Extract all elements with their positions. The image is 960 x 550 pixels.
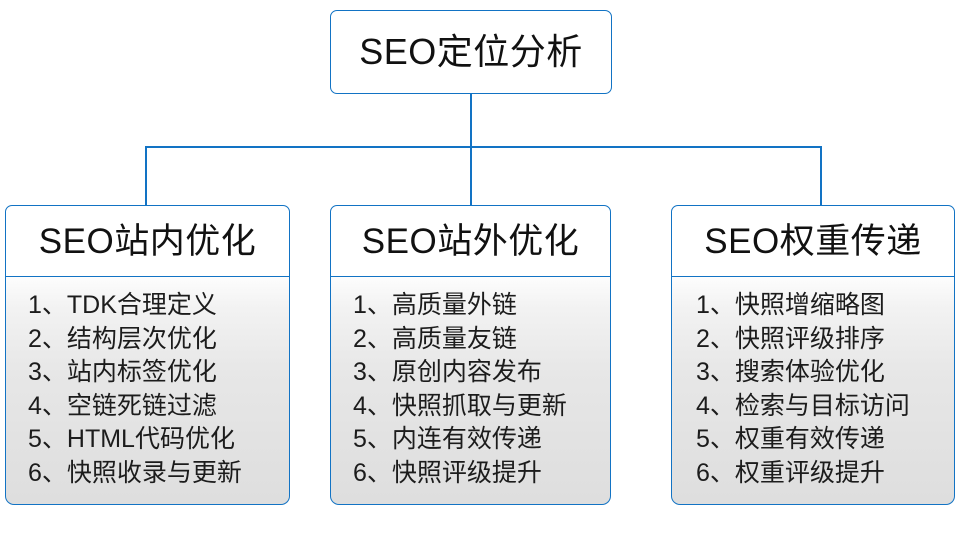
list-item[interactable]: 6、 权重评级提升	[672, 457, 954, 491]
branch-3-body: 1、 快照增缩略图 2、 快照评级排序 3、 搜索体验优化 4、 检索与目标访问…	[671, 277, 955, 505]
branch-3-item-list: 1、 快照增缩略图 2、 快照评级排序 3、 搜索体验优化 4、 检索与目标访问…	[672, 289, 954, 490]
list-item[interactable]: 2、 高质量友链	[331, 323, 610, 357]
item-index: 5、	[696, 425, 735, 453]
item-index: 3、	[353, 358, 392, 386]
branch-2-item-list: 1、 高质量外链 2、 高质量友链 3、 原创内容发布 4、 快照抓取与更新 5…	[331, 289, 610, 490]
list-item[interactable]: 6、 快照评级提升	[331, 457, 610, 491]
branch-2-body: 1、 高质量外链 2、 高质量友链 3、 原创内容发布 4、 快照抓取与更新 5…	[330, 277, 611, 505]
branch-3-header[interactable]: SEO权重传递	[671, 205, 955, 277]
item-index: 2、	[353, 324, 392, 353]
root-node-seo-positioning-analysis[interactable]: SEO定位分析	[330, 10, 612, 94]
item-index: 5、	[353, 425, 392, 453]
list-item[interactable]: 6、 快照收录与更新	[6, 457, 289, 491]
item-label: 检索与目标访问	[734, 391, 910, 420]
branch-1-title: SEO站内优化	[38, 221, 257, 261]
list-item[interactable]: 3、 站内标签优化	[6, 356, 289, 390]
connector-drop-branch-1	[145, 146, 147, 206]
item-label: 搜索体验优化	[734, 358, 885, 386]
item-label: HTML代码优化	[66, 425, 235, 453]
list-item[interactable]: 4、 检索与目标访问	[672, 390, 954, 424]
item-index: 4、	[696, 391, 735, 420]
branch-weight-transfer: SEO权重传递 1、 快照增缩略图 2、 快照评级排序 3、 搜索体验优化 4、	[671, 205, 955, 505]
item-index: 5、	[28, 425, 67, 453]
branch-onsite-optimization: SEO站内优化 1、 TDK合理定义 2、 结构层次优化 3、 站内标签优化 4…	[5, 205, 290, 505]
connector-root-stem	[470, 94, 472, 147]
branch-2-title: SEO站外优化	[361, 221, 580, 261]
list-item[interactable]: 4、 空链死链过滤	[6, 390, 289, 424]
item-index: 4、	[28, 391, 67, 420]
item-label: 快照收录与更新	[66, 458, 242, 487]
branch-1-header[interactable]: SEO站内优化	[5, 205, 290, 277]
connector-horizontal-bar	[145, 146, 821, 148]
item-label: 高质量友链	[391, 324, 517, 353]
item-label: 结构层次优化	[66, 324, 217, 353]
item-label: 快照增缩略图	[734, 291, 885, 319]
list-item[interactable]: 2、 结构层次优化	[6, 323, 289, 357]
item-label: 权重评级提升	[734, 458, 885, 487]
item-index: 6、	[28, 458, 67, 487]
list-item[interactable]: 3、 原创内容发布	[331, 356, 610, 390]
list-item[interactable]: 5、 HTML代码优化	[6, 423, 289, 457]
item-label: 原创内容发布	[391, 358, 542, 386]
branch-2-header[interactable]: SEO站外优化	[330, 205, 611, 277]
item-label: 快照抓取与更新	[391, 391, 567, 420]
item-label: 高质量外链	[391, 291, 517, 319]
item-index: 6、	[353, 458, 392, 487]
connector-drop-branch-3	[820, 146, 822, 206]
item-index: 4、	[353, 391, 392, 420]
list-item[interactable]: 4、 快照抓取与更新	[331, 390, 610, 424]
branch-1-item-list: 1、 TDK合理定义 2、 结构层次优化 3、 站内标签优化 4、 空链死链过滤…	[6, 289, 289, 490]
item-index: 3、	[696, 358, 735, 386]
item-index: 2、	[28, 324, 67, 353]
item-index: 6、	[696, 458, 735, 487]
list-item[interactable]: 1、 高质量外链	[331, 289, 610, 323]
branch-offsite-optimization: SEO站外优化 1、 高质量外链 2、 高质量友链 3、 原创内容发布 4、 快	[330, 205, 611, 505]
item-index: 2、	[696, 324, 735, 353]
list-item[interactable]: 3、 搜索体验优化	[672, 356, 954, 390]
item-label: 权重有效传递	[734, 425, 885, 453]
list-item[interactable]: 1、 TDK合理定义	[6, 289, 289, 323]
list-item[interactable]: 5、 内连有效传递	[331, 423, 610, 457]
item-label: 内连有效传递	[391, 425, 542, 453]
item-label: TDK合理定义	[66, 291, 217, 319]
list-item[interactable]: 2、 快照评级排序	[672, 323, 954, 357]
list-item[interactable]: 5、 权重有效传递	[672, 423, 954, 457]
item-index: 1、	[696, 291, 735, 319]
item-index: 1、	[353, 291, 392, 319]
connector-drop-branch-2	[470, 146, 472, 206]
item-label: 站内标签优化	[66, 358, 217, 386]
item-label: 快照评级提升	[391, 458, 542, 487]
item-label: 空链死链过滤	[66, 391, 217, 420]
root-node-title: SEO定位分析	[359, 31, 583, 72]
item-index: 3、	[28, 358, 67, 386]
list-item[interactable]: 1、 快照增缩略图	[672, 289, 954, 323]
item-label: 快照评级排序	[734, 324, 885, 353]
branch-1-body: 1、 TDK合理定义 2、 结构层次优化 3、 站内标签优化 4、 空链死链过滤…	[5, 277, 290, 505]
branch-3-title: SEO权重传递	[704, 221, 922, 261]
item-index: 1、	[28, 291, 67, 319]
